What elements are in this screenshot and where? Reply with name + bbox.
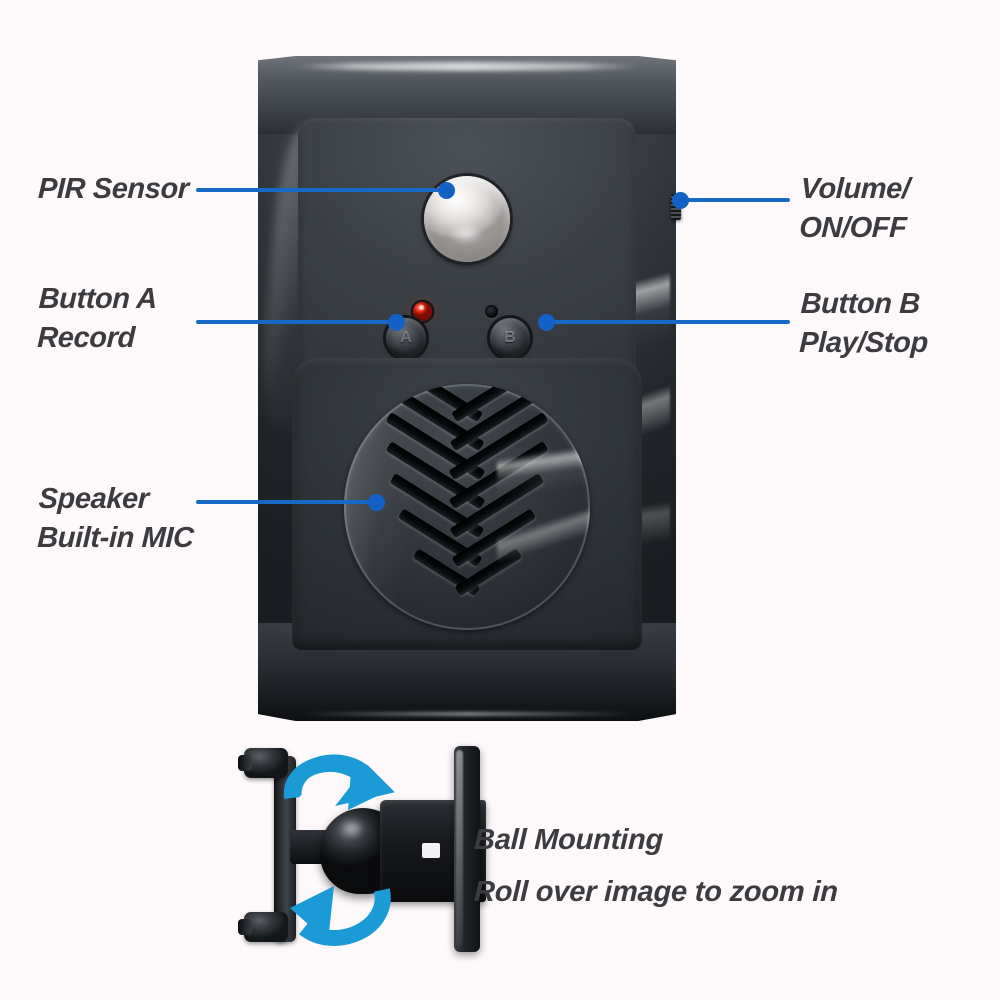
label-volume-onoff: Volume/ ON/OFF	[799, 170, 911, 247]
leader-dot-pir-sensor	[438, 182, 455, 199]
label-speaker-line1: Speaker	[38, 483, 150, 515]
speaker-panel	[292, 358, 642, 650]
caption-roll-over-zoom: Roll over image to zoom in	[473, 876, 839, 908]
ball-mounting-bracket	[232, 742, 486, 960]
button-b-letter: B	[504, 329, 516, 346]
mount-screw-boss-bottom	[238, 912, 288, 942]
leader-button-a	[196, 320, 396, 324]
leader-dot-volume-onoff	[672, 192, 689, 209]
label-button-b-line2: Play/Stop	[798, 326, 929, 359]
device-front-view: A B	[256, 56, 681, 721]
button-a-letter: A	[400, 329, 412, 346]
label-volume-onoff-line2: ON/OFF	[798, 211, 908, 244]
label-speaker: Speaker Built-in MIC	[37, 480, 196, 557]
speaker-slot	[404, 548, 529, 626]
label-speaker-line2: Built-in MIC	[36, 521, 195, 554]
label-volume-onoff-line1: Volume/	[800, 173, 911, 205]
leader-button-b	[548, 320, 790, 324]
caption-ball-mounting: Ball Mounting	[473, 824, 664, 856]
rotation-arrow-top-icon	[283, 754, 395, 810]
label-button-a-line2: Record	[36, 321, 136, 354]
leader-speaker	[196, 500, 376, 504]
status-led	[413, 302, 432, 321]
label-button-b-line1: Button B	[800, 288, 921, 320]
leader-dot-speaker	[368, 494, 385, 511]
leader-dot-button-a	[388, 314, 405, 331]
rotation-arrow-bottom-icon	[290, 886, 391, 946]
leader-pir-sensor	[196, 188, 446, 192]
mount-screw-boss-top	[238, 748, 288, 778]
button-b[interactable]: B	[490, 318, 530, 358]
mount-left-plate	[274, 756, 296, 942]
speaker-grille	[344, 384, 590, 630]
leader-volume-onoff	[686, 198, 790, 202]
leader-dot-button-b	[538, 314, 555, 331]
label-pir-sensor-line1: PIR Sensor	[37, 173, 190, 205]
label-pir-sensor: PIR Sensor	[37, 170, 189, 209]
label-button-b: Button B Play/Stop	[799, 285, 930, 362]
mount-right-plate	[454, 746, 480, 952]
microphone-hole-icon	[485, 305, 498, 318]
label-button-a: Button A Record	[37, 280, 158, 357]
label-button-a-line1: Button A	[38, 283, 158, 315]
